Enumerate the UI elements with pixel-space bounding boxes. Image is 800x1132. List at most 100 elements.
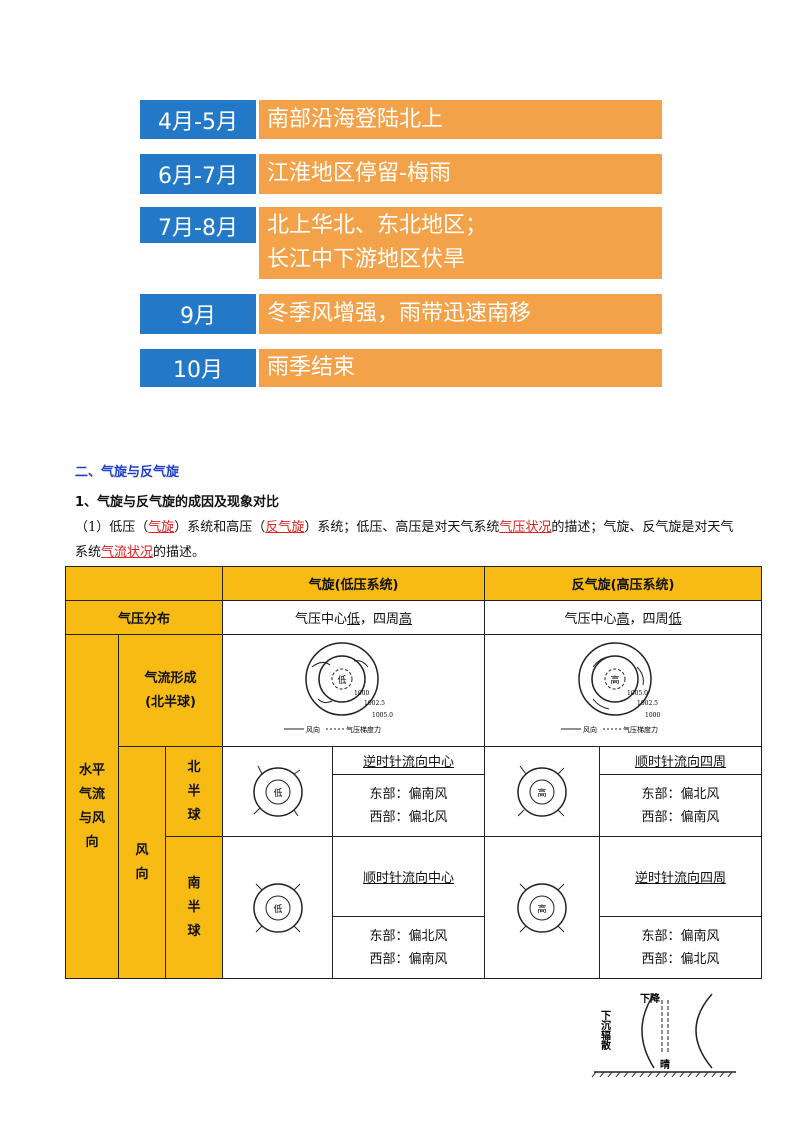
north-anticyclone-diagram: 高 (517, 765, 567, 817)
west-wind: 西部：偏北风 (641, 951, 720, 967)
west-wind: 西部：偏南风 (369, 951, 448, 967)
low-text: 低 (273, 903, 282, 915)
direction-target: 中心 (428, 755, 455, 770)
direction-target: 中心 (428, 871, 455, 886)
anticyclone-isobar-diagram: 高 1005.0 1002.5 1000 风向 气压梯度力 (561, 641, 660, 734)
subsidence-diagram: 下降 下沉辐散 晴 (591, 992, 736, 1078)
south-hemisphere-label: 南半球 (164, 836, 224, 979)
para-text: 的描述；气旋、反气旋是对天气系统 (75, 520, 734, 560)
north-anticyclone-diagram-cell: 高 (484, 746, 601, 837)
north-cyclone-winds: 东部：偏南风 西部：偏北风 (332, 774, 486, 837)
pressure-answer: 低 (668, 612, 682, 627)
timeline-desc-line: 长江中下游地区伏旱 (267, 247, 466, 272)
timeline-desc-line: 北上华北、东北地区； (267, 213, 488, 238)
horizontal-flow-text: 水平气流与风向 (78, 762, 105, 850)
answer-text: 反气旋 (265, 520, 305, 535)
timeline-desc: 冬季风增强，雨带迅速南移 (259, 294, 662, 334)
north-hemisphere-label: 北半球 (164, 746, 224, 837)
timeline-month: 10月 (140, 349, 256, 387)
north-cyclone-diagram: 低 (252, 765, 303, 817)
timeline-desc: 北上华北、东北地区； 长江中下游地区伏旱 (259, 207, 662, 279)
east-wind: 东部：偏南风 (369, 786, 448, 802)
header-cyclone: 气旋(低压系统) (222, 566, 486, 601)
direction-text: 逆时针流向 (363, 755, 429, 770)
pressure-text: 气压中心 (564, 612, 617, 627)
high-text: 高 (538, 787, 547, 799)
horizontal-flow-label: 水平气流与风向 (65, 634, 119, 979)
north-anticyclone-winds: 东部：偏北风 西部：偏南风 (599, 774, 763, 837)
intro-paragraph: （1）低压（气旋）系统和高压（反气旋）系统；低压、高压是对天气系统气压状况的描述… (75, 515, 735, 565)
timeline-row-5: 10月 雨季结束 (140, 349, 662, 387)
east-wind: 东部：偏北风 (369, 928, 448, 944)
direction-target: 四周 (700, 755, 727, 770)
south-hemisphere-text: 南半球 (187, 875, 201, 939)
timeline-desc-line: 南部沿海登陆北上 (267, 106, 444, 132)
sinking-label: 下降 (640, 992, 661, 1005)
isobar-label: 1002.5 (637, 700, 658, 707)
flow-formation-label: 气流形成 (北半球) (117, 634, 224, 747)
cyclone-isobar-diagram: 低 1000 1002.5 1005.0 风向 气压梯度力 (283, 641, 393, 734)
sub-title: 1、气旋与反气旋的成因及现象对比 (75, 495, 280, 510)
low-text: 低 (337, 674, 346, 686)
section-title: 二、气旋与反气旋 (75, 465, 180, 480)
flow-label-line: 气流形成 (144, 670, 197, 686)
west-wind: 西部：偏南风 (641, 809, 720, 825)
anticyclone-pressure: 气压中心高，四周低 (484, 600, 763, 635)
header-anticyclone: 反气旋(高压系统) (484, 566, 763, 601)
answer-text: 气流状况 (101, 545, 154, 560)
legend-wind: 风向 (583, 725, 597, 734)
isobar-label: 1000 (354, 690, 369, 697)
pressure-answer: 低 (347, 612, 361, 627)
pressure-answer: 高 (399, 612, 413, 627)
wind-direction-label: 风向 (118, 746, 166, 979)
cyclone-pressure: 气压中心低，四周高 (222, 600, 486, 635)
flow-label-line: (北半球) (145, 694, 196, 710)
pressure-text: ，四周 (629, 612, 669, 627)
comparison-table: 气旋(低压系统) 反气旋(高压系统) 气压分布 气压中心低，四周高 气压中心高，… (64, 566, 763, 979)
timeline-month: 9月 (140, 294, 256, 334)
east-wind: 东部：偏南风 (641, 928, 720, 944)
direction-text: 顺时针流向 (635, 755, 701, 770)
isobar-label: 1002.5 (364, 700, 385, 707)
timeline-month: 4月-5月 (140, 100, 256, 139)
timeline-desc-line: 雨季结束 (267, 355, 356, 380)
wind-direction-text: 风向 (135, 842, 149, 882)
header-blank (64, 566, 224, 601)
legend-wind: 风向 (306, 725, 320, 734)
clear-label: 晴 (660, 1058, 670, 1071)
timeline-row-2: 6月-7月 江淮地区停留-梅雨 (140, 154, 662, 194)
para-text: 的描述。 (153, 545, 206, 560)
north-cyclone-diagram-cell: 低 (222, 746, 334, 837)
south-anticyclone-direction: 逆时针流向四周 (599, 836, 763, 917)
para-text: （1）低压（ (75, 520, 149, 535)
pressure-answer: 高 (616, 612, 630, 627)
para-text: ）系统；低压、高压是对天气系统 (304, 520, 500, 535)
para-text: ）系统和高压（ (174, 520, 266, 535)
direction-text: 逆时针流向 (635, 871, 701, 886)
anticyclone-flow-diagram-cell: 高 1005.0 1002.5 1000 风向 气压梯度力 (484, 634, 763, 747)
isobar-label: 1005.0 (372, 712, 393, 719)
isobar-label: 1000 (645, 712, 660, 719)
timeline-row-3: 7月-8月 北上华北、东北地区； 长江中下游地区伏旱 (140, 207, 662, 279)
timeline-desc: 江淮地区停留-梅雨 (259, 154, 662, 194)
south-anticyclone-diagram-cell: 高 (484, 836, 601, 979)
timeline-row-4: 9月 冬季风增强，雨带迅速南移 (140, 294, 662, 334)
south-cyclone-diagram-cell: 低 (222, 836, 334, 979)
south-anticyclone-winds: 东部：偏南风 西部：偏北风 (599, 916, 763, 979)
east-wind: 东部：偏北风 (641, 786, 720, 802)
timeline-row-1: 4月-5月 南部沿海登陆北上 (140, 100, 662, 139)
timeline-desc: 雨季结束 (259, 349, 662, 387)
timeline-month: 6月-7月 (140, 154, 256, 194)
answer-text: 气旋 (148, 520, 175, 535)
pressure-text: 气压中心 (294, 612, 347, 627)
timeline-desc-line: 江淮地区停留-梅雨 (267, 161, 451, 186)
pressure-text: ，四周 (360, 612, 400, 627)
north-cyclone-direction: 逆时针流向中心 (332, 746, 486, 775)
south-cyclone-winds: 东部：偏北风 西部：偏南风 (332, 916, 486, 979)
pressure-label: 气压分布 (64, 600, 224, 635)
high-text: 高 (538, 903, 547, 915)
legend-force: 气压梯度力 (346, 725, 381, 734)
north-hemisphere-text: 北半球 (187, 759, 201, 823)
direction-target: 四周 (700, 871, 727, 886)
timeline-desc-line: 冬季风增强，雨带迅速南移 (267, 301, 532, 326)
